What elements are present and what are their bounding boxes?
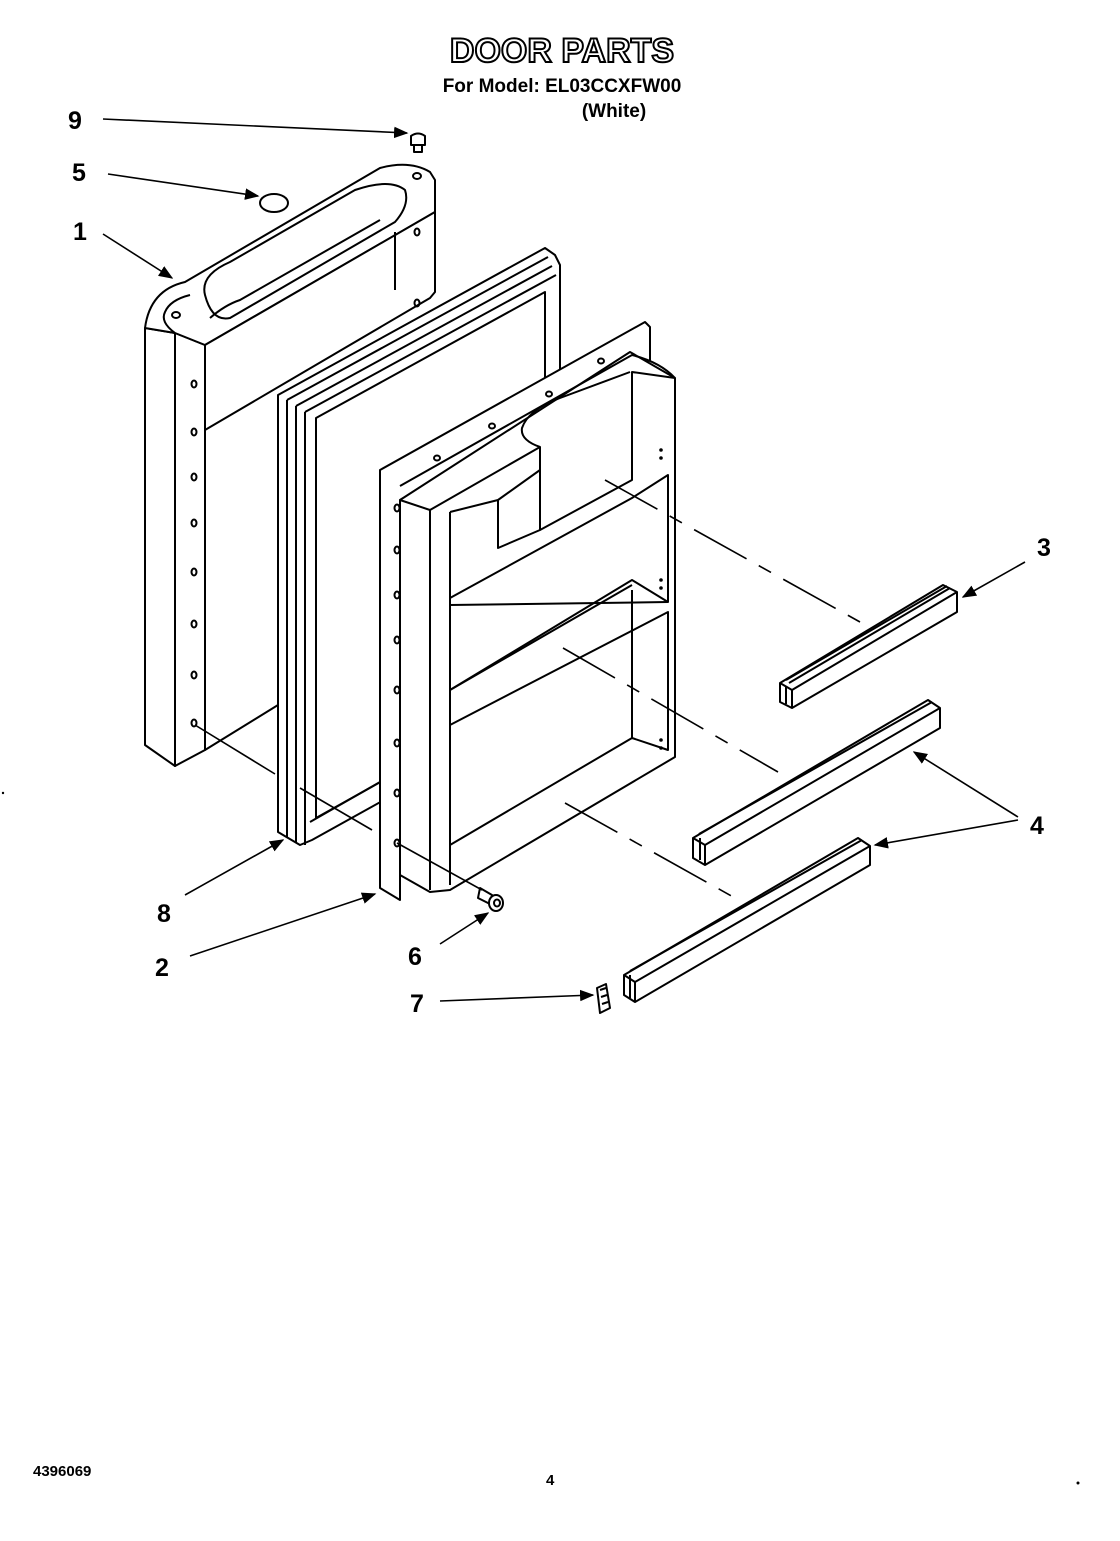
- shelf-bar-lower: [623, 837, 871, 1003]
- scan-dot-left: [1, 791, 5, 795]
- callout-1: 1: [73, 218, 87, 246]
- page-title: DOOR PARTS: [450, 32, 674, 70]
- model-line: For Model: EL03CCXFW00: [443, 76, 682, 97]
- callout-7: 7: [410, 990, 424, 1018]
- callout-3: 3: [1037, 534, 1051, 562]
- shelf-bar-upper: [779, 584, 958, 709]
- shelf-end-cap: [596, 983, 611, 1014]
- leader-arrows: [102, 118, 1026, 1002]
- callout-9: 9: [68, 107, 82, 135]
- callout-4: 4: [1030, 812, 1044, 840]
- callout-6: 6: [408, 943, 422, 971]
- hinge-pin: [410, 132, 426, 153]
- callout-8: 8: [157, 900, 171, 928]
- page-number: 4: [546, 1472, 555, 1489]
- hole-plug: [259, 193, 289, 213]
- scan-dot: [1076, 1481, 1080, 1485]
- outer-door-panel: [144, 163, 436, 767]
- alignment-lines: [194, 479, 861, 899]
- door-screw: [477, 887, 504, 912]
- callout-5: 5: [72, 159, 86, 187]
- callout-2: 2: [155, 954, 169, 982]
- color-line: (White): [582, 101, 646, 122]
- shelf-bar-middle: [692, 699, 941, 866]
- inner-door-liner: [379, 321, 676, 901]
- document-number: 4396069: [33, 1463, 91, 1480]
